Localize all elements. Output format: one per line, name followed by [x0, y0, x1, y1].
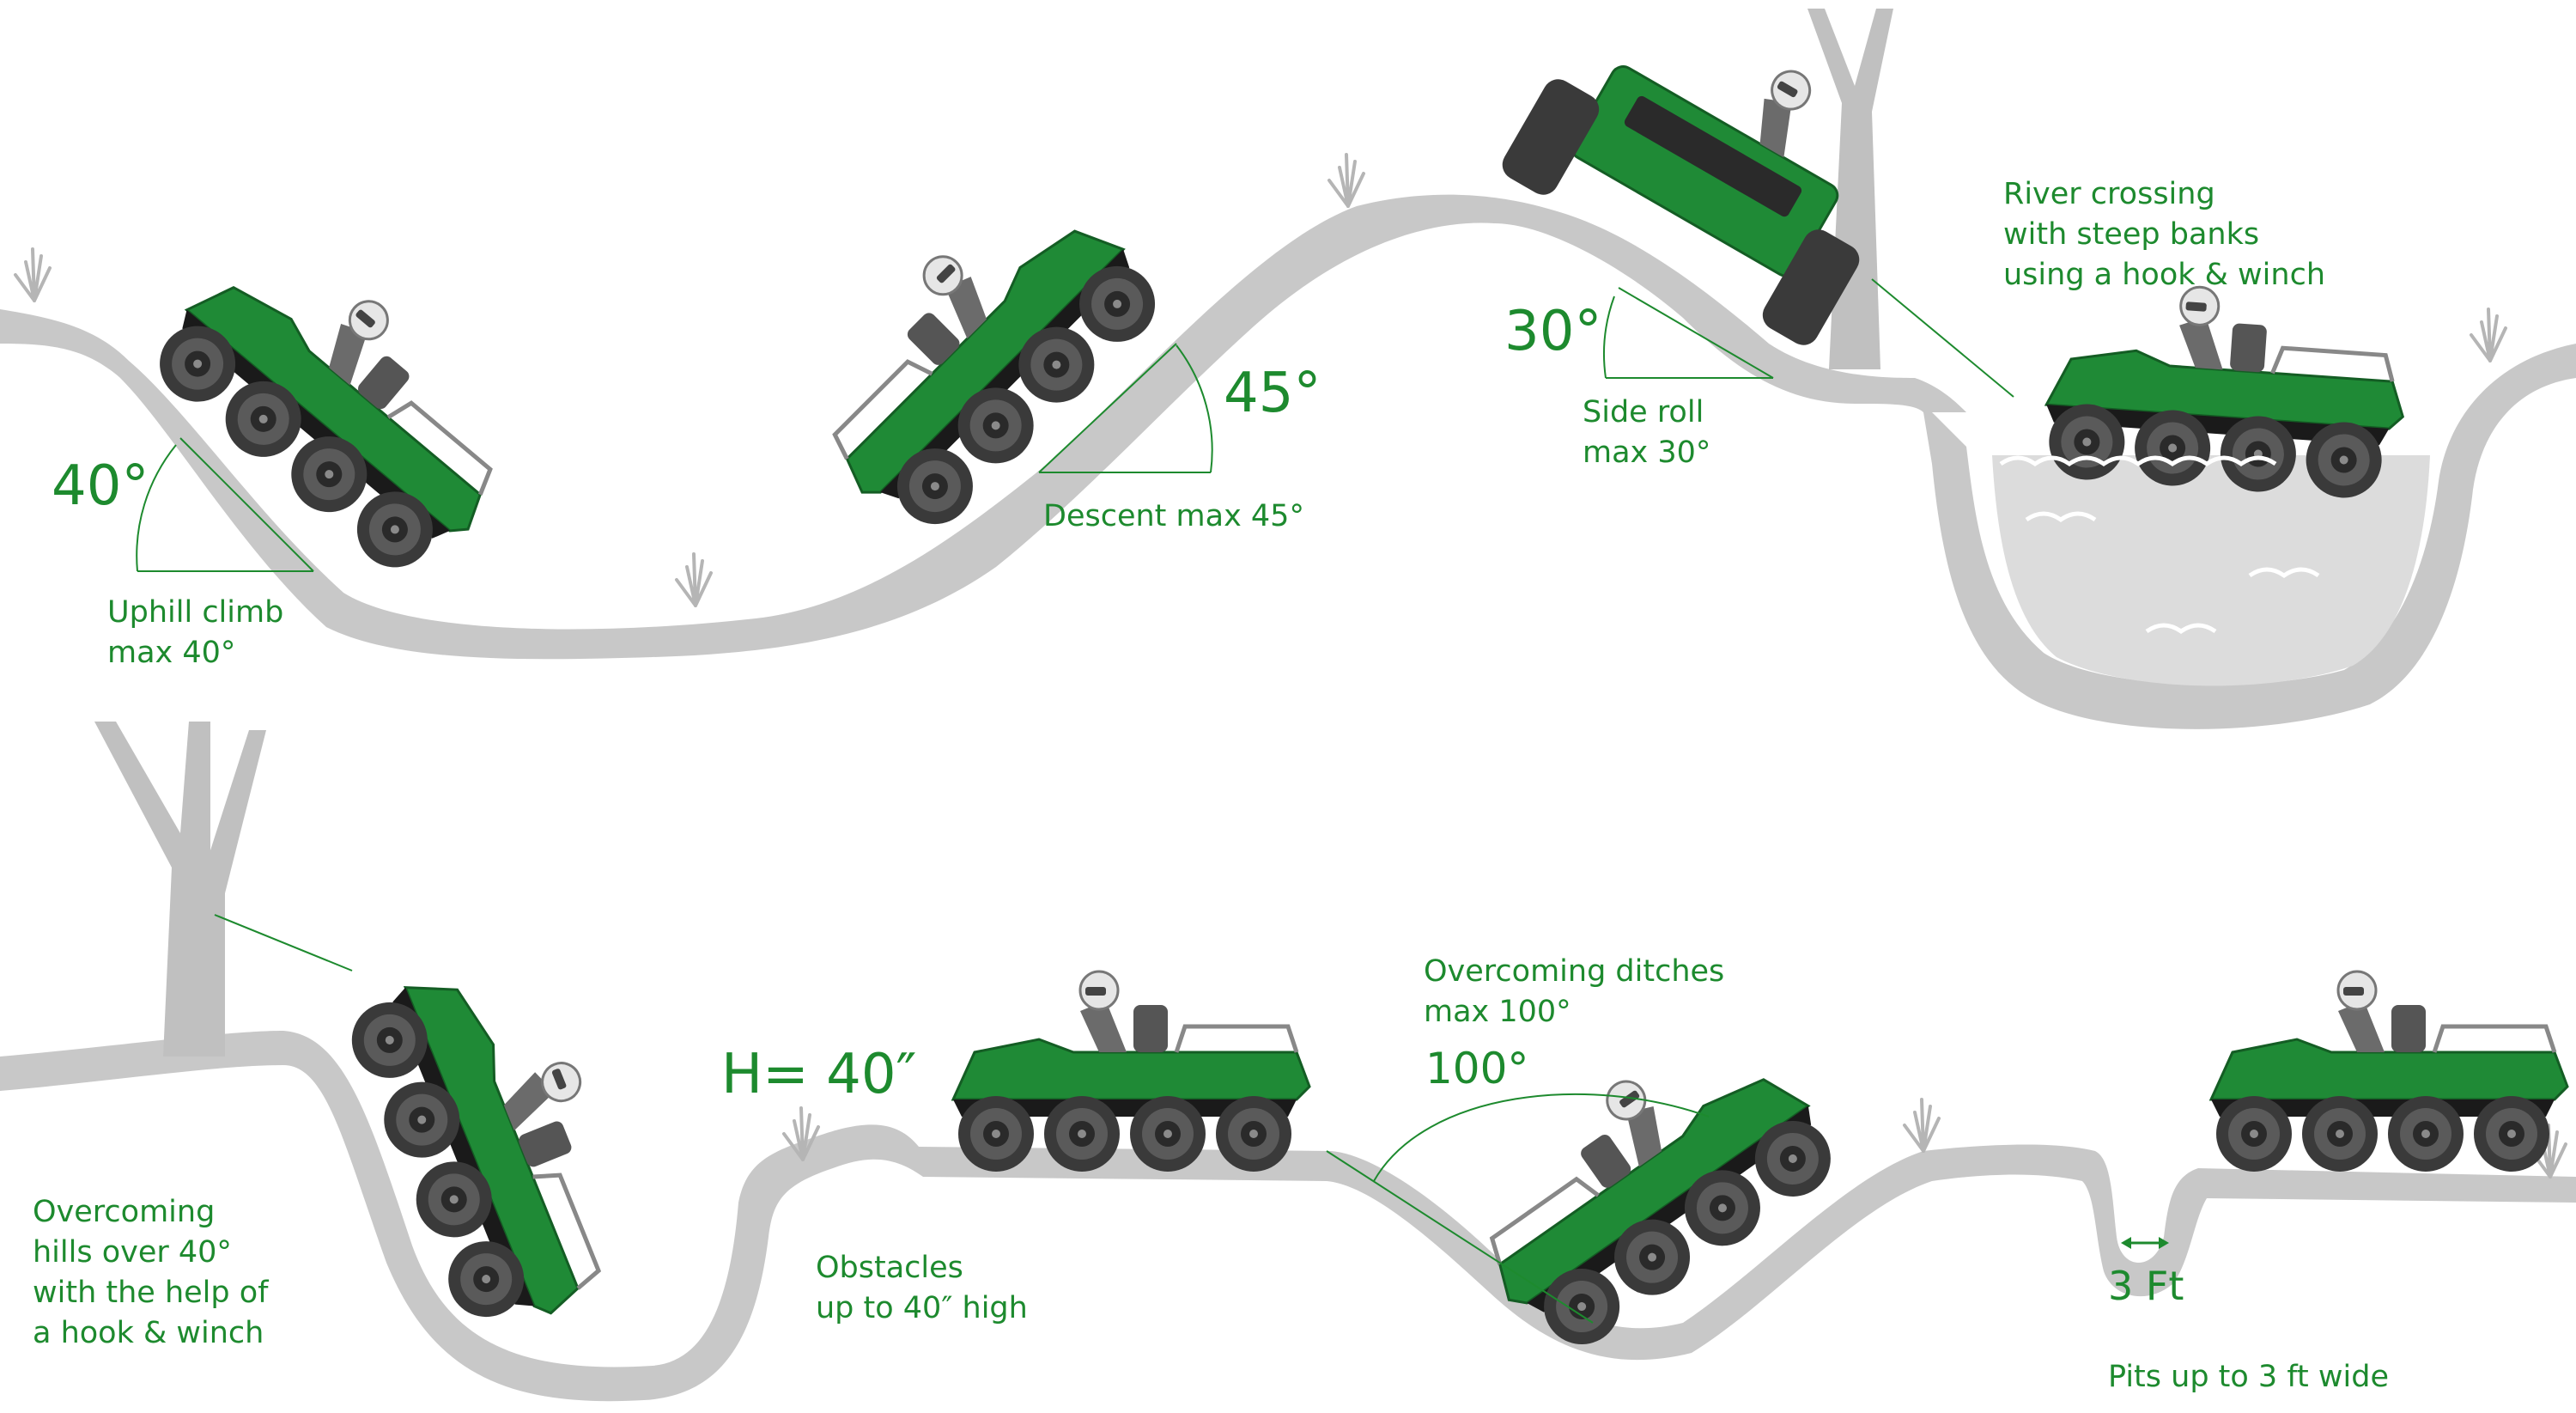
hills-winch-label: Overcoming hills over 40° with the help … — [33, 1192, 268, 1354]
ditches-angle: 100° — [1425, 1044, 1529, 1093]
angle-marker-uphill — [136, 437, 314, 572]
obstacles-label: Obstacles up to 40″ high — [816, 1248, 1028, 1329]
obstacle-height: H= 40″ — [721, 1043, 917, 1106]
pit-width: 3 Ft — [2108, 1263, 2184, 1309]
side-roll-label: Side roll max 30° — [1583, 393, 1710, 473]
tree-bottom-left — [94, 722, 266, 1057]
angle-marker-side-roll — [1603, 287, 1774, 379]
river-label-line2: with steep banks — [2003, 217, 2260, 252]
angle-marker-descent — [1038, 343, 1213, 473]
ditches-label: Overcoming ditches max 100° — [1424, 952, 1724, 1032]
hills-winch-label-line1: Overcoming — [33, 1195, 216, 1229]
river-label: River crossing with steep banks using a … — [2003, 174, 2325, 295]
river-label-line3: using a hook & winch — [2003, 258, 2326, 292]
side-roll-label-line2: max 30° — [1583, 435, 1711, 470]
descent-label: Descent max 45° — [1043, 499, 1304, 533]
atv-pits — [2211, 971, 2567, 1172]
hills-winch-label-line3: with the help of — [33, 1276, 269, 1310]
river-water — [1992, 455, 2430, 686]
ditches-label-line1: Overcoming ditches — [1424, 954, 1725, 989]
uphill-label-line1: Uphill climb — [107, 595, 284, 630]
hills-winch-label-line4: a hook & winch — [33, 1316, 264, 1350]
uphill-label-line2: max 40° — [107, 636, 236, 670]
winch-line-river — [1871, 278, 2014, 398]
pit-width-arrow — [2121, 1237, 2169, 1249]
atv-river — [2041, 277, 2410, 502]
angle-marker-ditches — [1326, 1093, 1710, 1324]
uphill-angle: 40° — [52, 454, 149, 518]
obstacles-label-line1: Obstacles — [816, 1251, 963, 1285]
atv-uphill — [141, 212, 543, 594]
side-roll-angle: 30° — [1504, 300, 1602, 363]
atv-hill-winch — [338, 940, 657, 1345]
atv-descent — [781, 159, 1174, 552]
river-label-line1: River crossing — [2003, 177, 2215, 211]
winch-line-hill — [214, 914, 353, 971]
hills-winch-label-line2: hills over 40° — [33, 1235, 232, 1270]
uphill-label: Uphill climb max 40° — [107, 593, 283, 673]
side-roll-label-line1: Side roll — [1583, 395, 1704, 429]
ditches-label-line2: max 100° — [1424, 995, 1571, 1029]
pits-label: Pits up to 3 ft wide — [2108, 1360, 2389, 1394]
atv-side-roll — [1502, 63, 1860, 345]
obstacles-label-line2: up to 40″ high — [816, 1291, 1028, 1325]
atv-obstacles — [953, 971, 1309, 1172]
descent-angle: 45° — [1224, 362, 1321, 425]
